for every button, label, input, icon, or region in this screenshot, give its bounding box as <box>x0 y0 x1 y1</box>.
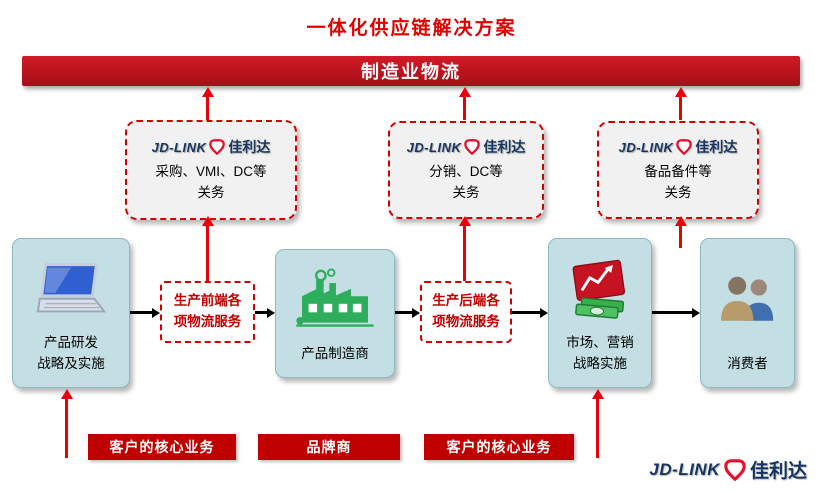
arrow-up-note2-to-distribution <box>463 225 466 281</box>
jdlink-name-text: 佳利达 <box>483 139 526 156</box>
arrow-up-spareparts-to-banner <box>679 96 682 120</box>
jdlink-brand-text: JD-LINK <box>649 459 720 479</box>
arrow-note1-to-manufacturer <box>255 311 267 314</box>
service-box-distribution: JD-LINK 佳利达 分销、DC等 关务 <box>388 121 544 219</box>
entity-label: 产品制造商 <box>301 346 369 362</box>
arrow-marketing-to-consumer <box>652 311 692 314</box>
factory-icon <box>292 258 378 344</box>
note-post-production-logistics: 生产后端各 项物流服务 <box>420 281 512 343</box>
jdlink-footer-logo: JD-LINK 佳利达 <box>649 456 807 483</box>
arrow-up-corebusiness-to-marketing <box>596 398 599 458</box>
page-title: 一体化供应链解决方案 <box>306 18 517 39</box>
entity-product-rnd: 产品研发 战略及实施 <box>12 238 130 388</box>
jdlink-logo: JD-LINK 佳利达 <box>618 137 738 157</box>
jdlink-name-text: 佳利达 <box>228 139 271 156</box>
jdlink-logo: JD-LINK 佳利达 <box>406 137 526 157</box>
bar-label: 客户的核心业务 <box>446 439 552 455</box>
arrow-up-consumer-link-to-spareparts <box>679 225 682 248</box>
entity-label: 产品研发 战略及实施 <box>37 335 105 372</box>
bar-customer-core-business-left: 客户的核心业务 <box>88 434 236 460</box>
arrow-rnd-to-note1 <box>130 311 152 314</box>
entity-manufacturer: 产品制造商 <box>275 249 395 378</box>
arrow-up-corebusiness-to-rnd <box>65 398 68 458</box>
jdlink-pick-icon <box>209 139 226 156</box>
jdlink-pick-icon <box>464 139 481 156</box>
service-box-label: 分销、DC等 关务 <box>429 164 503 200</box>
jdlink-pick-icon <box>676 139 693 156</box>
jdlink-brand-text: JD-LINK <box>406 139 462 155</box>
note-label: 生产后端各 项物流服务 <box>432 293 500 329</box>
jdlink-brand-text: JD-LINK <box>618 139 674 155</box>
entity-consumer: 消费者 <box>700 238 795 388</box>
arrow-note2-to-marketing <box>512 311 540 314</box>
jdlink-brand-text: JD-LINK <box>151 139 207 155</box>
jdlink-logo: JD-LINK 佳利达 <box>151 137 271 157</box>
jdlink-name-text: 佳利达 <box>695 139 738 156</box>
note-label: 生产前端各 项物流服务 <box>173 293 242 329</box>
bar-label: 品牌商 <box>306 439 352 455</box>
market-icon <box>562 247 638 333</box>
manufacturing-logistics-banner: 制造业物流 <box>22 56 800 86</box>
bar-label: 客户的核心业务 <box>109 439 215 455</box>
service-box-label: 备品备件等 关务 <box>644 164 712 200</box>
service-box-spareparts: JD-LINK 佳利达 备品备件等 关务 <box>597 121 759 219</box>
jdlink-name-text: 佳利达 <box>749 461 807 482</box>
banner-label: 制造业物流 <box>361 62 461 82</box>
jdlink-pick-icon <box>724 458 746 481</box>
bar-customer-core-business-right: 客户的核心业务 <box>424 434 574 460</box>
arrow-up-note1-to-procurement <box>206 225 209 281</box>
service-box-label: 采购、VMI、DC等 关务 <box>155 164 267 200</box>
service-box-procurement: JD-LINK 佳利达 采购、VMI、DC等 关务 <box>125 120 297 220</box>
arrow-manufacturer-to-note2 <box>395 311 412 314</box>
entity-label: 消费者 <box>727 356 768 372</box>
entity-marketing: 市场、营销 战略实施 <box>548 238 652 388</box>
consumers-icon <box>712 247 784 354</box>
note-pre-production-logistics: 生产前端各 项物流服务 <box>160 281 255 343</box>
bar-brand-owner: 品牌商 <box>258 434 400 460</box>
entity-label: 市场、营销 战略实施 <box>566 335 634 372</box>
laptop-icon <box>32 247 110 333</box>
arrow-up-distribution-to-banner <box>463 96 466 120</box>
arrow-up-procurement-to-banner <box>206 96 209 120</box>
